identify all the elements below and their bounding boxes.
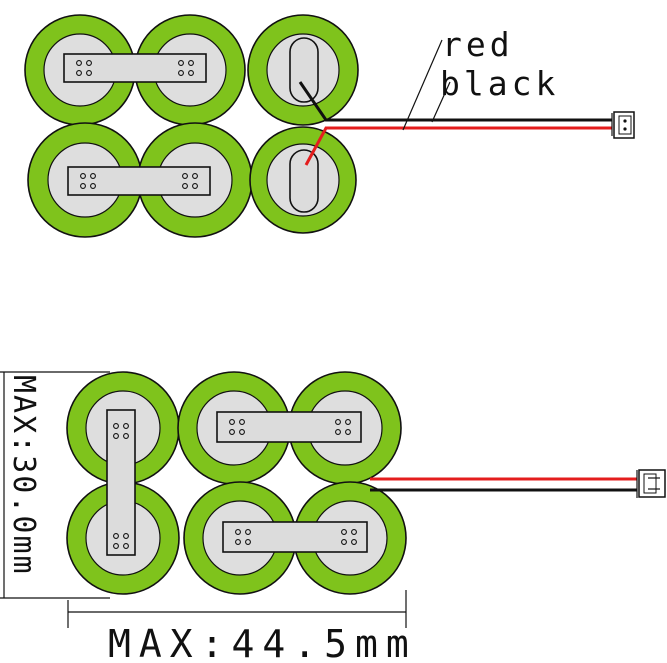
terminal-tab-top [289, 37, 319, 103]
tab-top-row2 [67, 166, 211, 196]
connector-top [611, 111, 635, 139]
bottom-wires [370, 477, 637, 492]
tab-bottom-row2 [222, 521, 368, 553]
terminal-tab-bottom [289, 149, 319, 213]
width-dimension-label: MAX:44.5mm [108, 622, 417, 663]
label-black: black [440, 64, 559, 103]
height-dimension: MAX:30.0mm [0, 371, 110, 599]
height-dimension-label: MAX:30.0mm [6, 375, 41, 576]
label-red: red [442, 25, 514, 64]
top-pack-view: red black [24, 14, 635, 238]
top-wires [298, 81, 612, 166]
connector-bottom [636, 469, 666, 498]
tab-bottom-vertical [106, 409, 136, 556]
leader-black [431, 81, 451, 123]
tab-bottom-row1 [216, 411, 362, 443]
tab-top-row1 [63, 53, 207, 83]
leader-red [402, 39, 443, 131]
bottom-pack-view: MAX:30.0mm MAX:44.5mm [0, 371, 666, 663]
width-dimension: MAX:44.5mm [67, 590, 417, 663]
